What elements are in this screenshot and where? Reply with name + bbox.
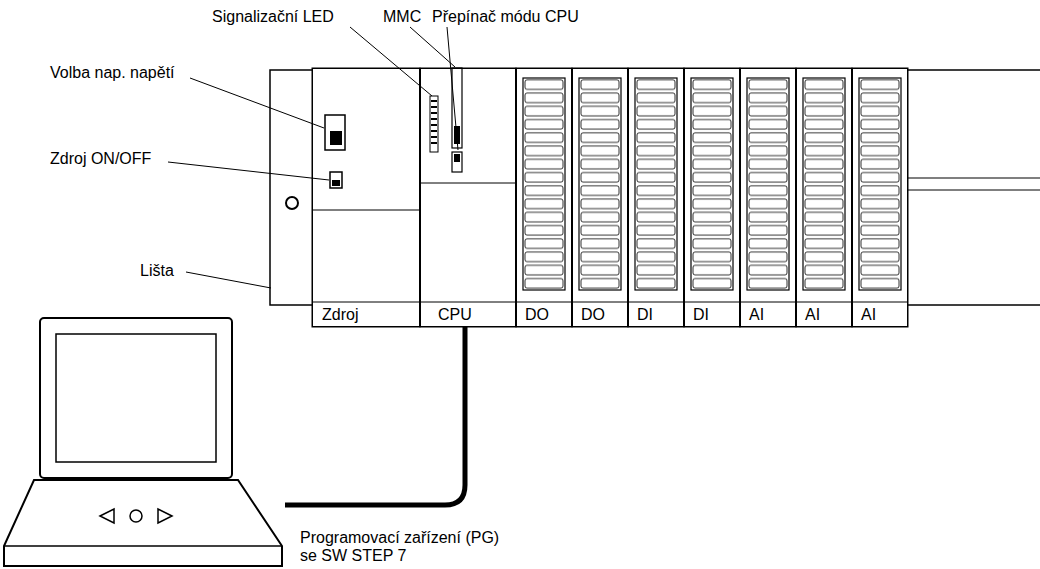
node-text: Zdroj: [322, 306, 358, 324]
cpu-module: CPU: [420, 68, 516, 327]
callout-label: Signalizační LED: [212, 8, 334, 26]
power-supply-module: Zdroj: [312, 68, 420, 327]
connection-cable: [285, 327, 465, 505]
module-box: DI: [628, 68, 684, 327]
node-text: AI: [805, 306, 820, 324]
node-text: DO: [581, 306, 605, 324]
laptop-drawing: [4, 318, 282, 566]
node-text: Programovací zařízení (PG) se SW STEP 7: [300, 529, 508, 565]
module-box: DO: [516, 68, 572, 327]
power-supply-drawing: [312, 68, 420, 327]
module-box: DO: [572, 68, 628, 327]
programming-device: Programovací zařízení (PG) se SW STEP 7: [0, 318, 285, 569]
callout-label: Přepínač módu CPU: [432, 8, 579, 26]
node-text: AI: [861, 306, 876, 324]
callout-label: Zdroj ON/OFF: [50, 150, 151, 168]
callout-label: Volba nap. napětí: [50, 64, 175, 82]
node-text: DI: [693, 306, 709, 324]
callout-label: MMC: [383, 8, 421, 26]
module-box: AI: [796, 68, 852, 327]
leader-lines: [168, 27, 458, 288]
module-box: AI: [852, 68, 908, 327]
io-module-drawings: [312, 68, 908, 327]
module-box: AI: [740, 68, 796, 327]
node-text: CPU: [438, 306, 472, 324]
node-text: AI: [749, 306, 764, 324]
node-text: DI: [637, 306, 653, 324]
callout-label: Lišta: [140, 262, 174, 280]
cpu-drawing: [420, 68, 516, 327]
module-box: DI: [684, 68, 740, 327]
node-text: DO: [525, 306, 549, 324]
